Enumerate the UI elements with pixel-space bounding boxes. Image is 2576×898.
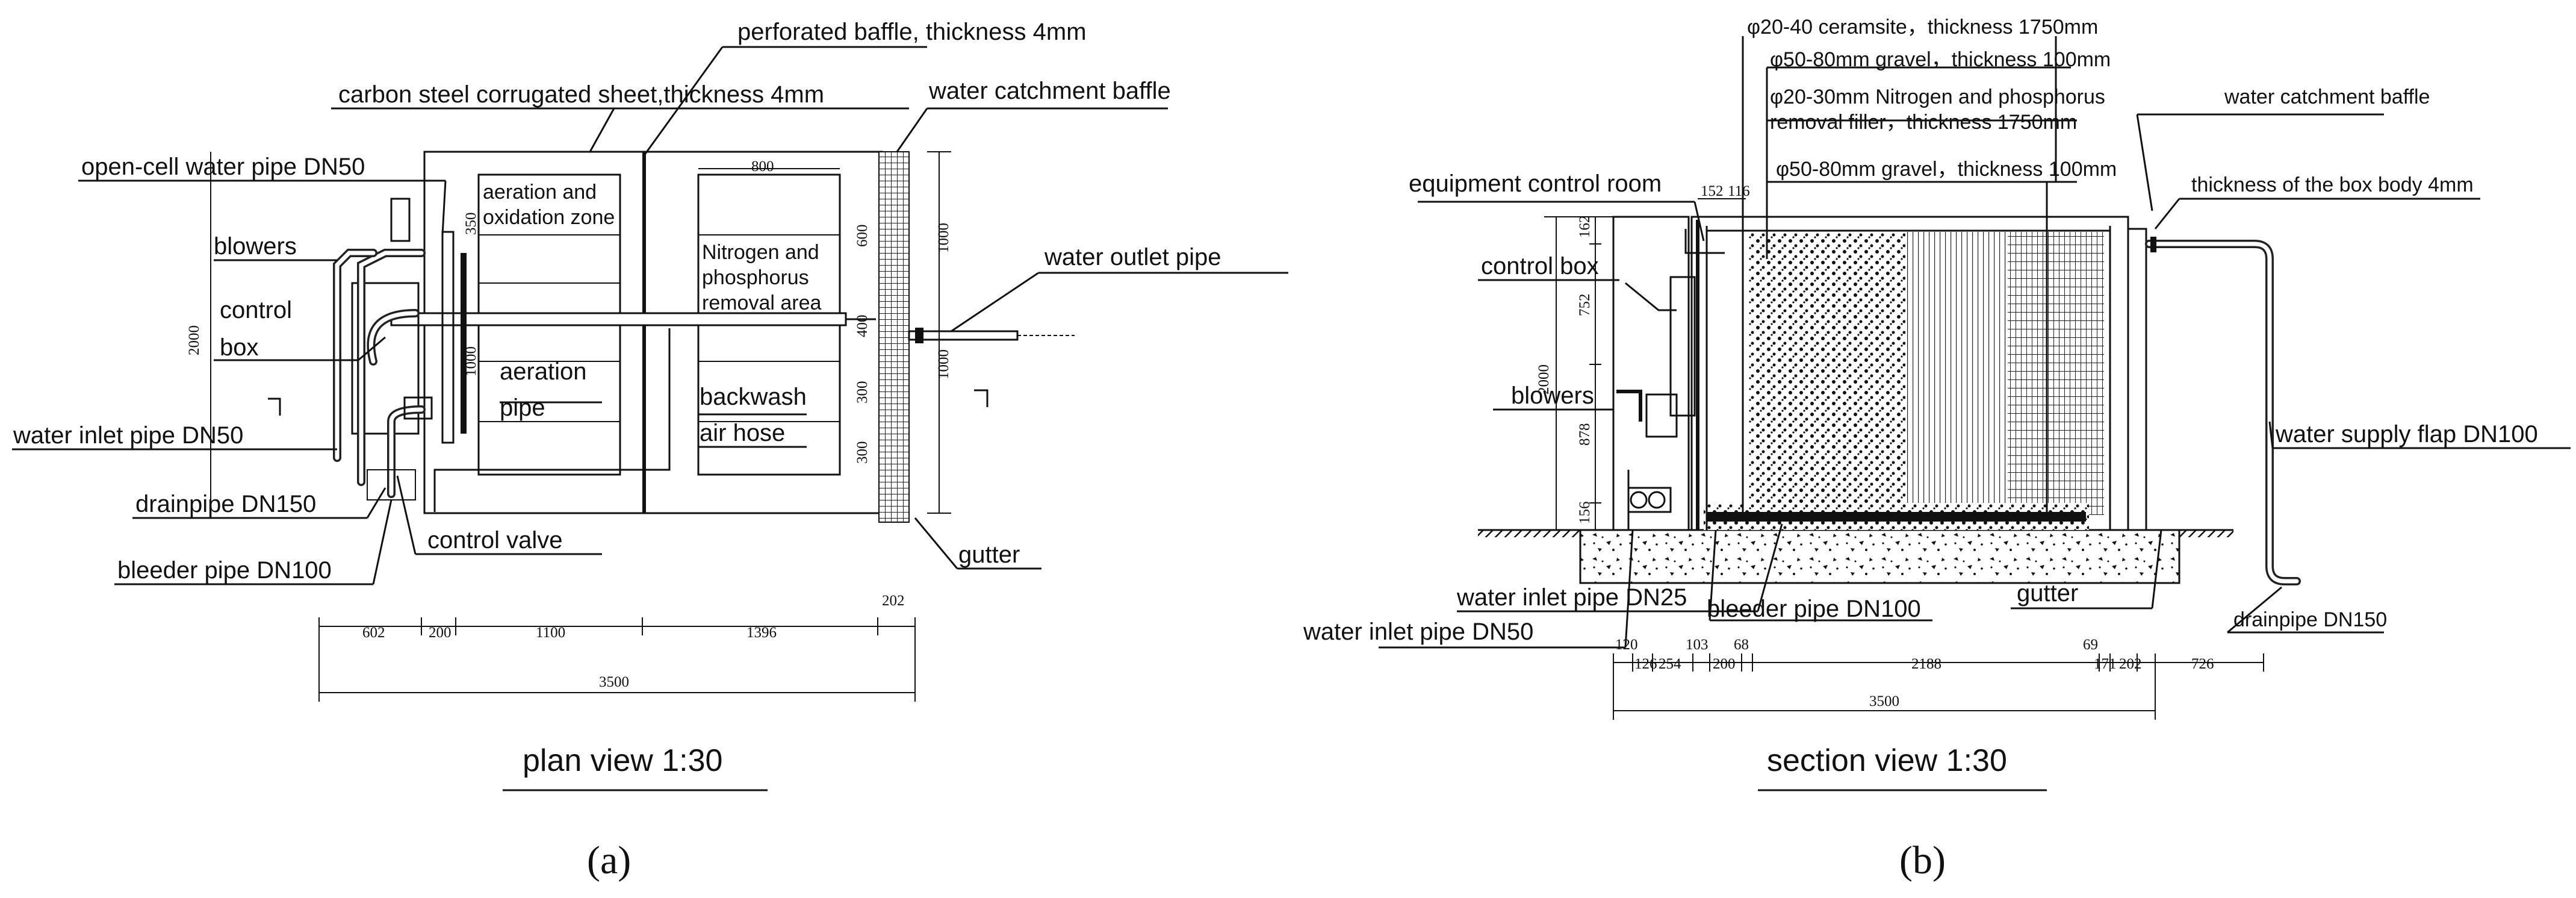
plan-aeration-pipe-label-2: pipe: [500, 394, 545, 421]
plan-backwash-label-1: backwash: [700, 384, 807, 410]
section-dim-200: 200: [1713, 656, 1736, 672]
section-np-filler-label-1: φ20-30mm Nitrogen and phosphorus: [1770, 86, 2105, 108]
section-leaders: [1379, 36, 2571, 649]
section-water-inlet-dn50-label: water inlet pipe DN50: [1303, 619, 1533, 645]
section-catchment-baffle-label: water catchment baffle: [2224, 86, 2430, 108]
section-dim-103: 103: [1686, 637, 1709, 653]
section-equipment-room: [1612, 216, 1690, 531]
plan-view-panel: 602 200 1100 1396 202 3500 2000 1000 100…: [12, 19, 1288, 882]
plan-dimensions: [210, 151, 951, 702]
plan-dim-1000c: 1000: [463, 346, 479, 376]
plan-blowers-label: blowers: [214, 233, 297, 260]
plan-aeration-zone-label-2: oxidation zone: [483, 206, 615, 229]
plan-caption: (a): [587, 838, 631, 882]
section-dim-v2000: 2000: [1536, 364, 1552, 394]
section-dim-152: 152: [1701, 183, 1724, 199]
plan-long-pipe: [390, 312, 847, 326]
section-water-inlet-dn25-label: water inlet pipe DN25: [1456, 584, 1687, 611]
section-gutter-label: gutter: [2017, 580, 2078, 606]
section-dimensions: [1544, 198, 2264, 720]
plan-dim-800: 800: [751, 158, 774, 175]
plan-leaders: [12, 46, 1288, 585]
section-dim-2188: 2188: [1911, 656, 1941, 672]
plan-dim-1396: 1396: [746, 625, 777, 641]
section-view-title: section view 1:30: [1767, 743, 2007, 778]
plan-water-outlet-label: water outlet pipe: [1044, 244, 1221, 270]
plan-dim-350: 350: [463, 213, 479, 235]
plan-dim-300a: 300: [854, 381, 871, 404]
section-dim-v162: 162: [1577, 216, 1593, 239]
plan-view-title: plan view 1:30: [523, 743, 722, 778]
plan-control-valve-label: control valve: [427, 527, 563, 553]
section-dim-v878: 878: [1577, 423, 1593, 446]
plan-dim-1100: 1100: [536, 625, 565, 641]
plan-dim-602: 602: [362, 625, 385, 641]
section-dim-254: 254: [1659, 656, 1681, 672]
section-dim-68: 68: [1734, 637, 1749, 653]
section-view-panel: 120 126 254 103 200 68 2188 69 171 202 7…: [1303, 16, 2571, 882]
section-dim-726: 726: [2191, 656, 2214, 672]
plan-water-inlet-label: water inlet pipe DN50: [13, 422, 243, 449]
section-blowers-label: blowers: [1511, 382, 1594, 409]
plan-dim-v1000b: 1000: [936, 349, 952, 379]
section-ground-left: [1478, 530, 1583, 537]
section-water-supply-flap-label: water supply flap DN100: [2275, 421, 2538, 447]
plan-perforated-baffle-label: perforated baffle, thickness 4mm: [737, 19, 1087, 45]
plan-outlet-pipe: [908, 330, 1019, 341]
section-bleeder-pipe-label: bleeder pipe DN100: [1707, 596, 1921, 622]
plan-drainpipe-label: drainpipe DN150: [135, 491, 316, 517]
section-dim-116: 116: [1728, 183, 1750, 199]
plan-np-area-label-3: removal area: [702, 292, 822, 314]
section-np-filler-media-2: [2008, 232, 2104, 515]
section-control-box: [1669, 276, 1696, 417]
section-dim-v752: 752: [1577, 294, 1593, 317]
section-gravel-bottom-label: φ50-80mm gravel，thickness 100mm: [1776, 158, 2117, 181]
section-catchment-baffle: [2127, 228, 2147, 531]
section-ground-right: [2179, 530, 2233, 537]
section-dim-171: 171: [2094, 656, 2117, 672]
plan-aeration-pipe-label-1: aeration: [500, 358, 587, 385]
section-dim-202: 202: [2119, 656, 2142, 672]
plan-dim-3500: 3500: [599, 674, 629, 690]
plan-gutter-label: gutter: [958, 541, 1020, 568]
section-ceramsite-media: [1749, 232, 1905, 515]
section-equipment-room-label: equipment control room: [1409, 170, 1662, 197]
plan-bleeder-pipe-label: bleeder pipe DN100: [117, 557, 332, 584]
section-drainpipe-label: drainpipe DN150: [2233, 608, 2387, 631]
plan-dim-300b: 300: [854, 441, 871, 464]
plan-dim-600: 600: [854, 225, 871, 248]
plan-aeration-zone-label-1: aeration and: [483, 181, 597, 204]
section-ceramsite-label: φ20-40 ceramsite，thickness 1750mm: [1747, 16, 2098, 39]
plan-np-area-label-1: Nitrogen and: [702, 241, 819, 264]
plan-equipment-box: [351, 282, 420, 435]
plan-water-catchment-baffle-label: water catchment baffle: [928, 78, 1171, 104]
section-dim-126: 126: [1634, 656, 1657, 672]
section-control-box-label: control box: [1481, 253, 1599, 279]
plan-corrugated-sheet-label: carbon steel corrugated sheet,thickness …: [338, 81, 824, 108]
plan-dim-200: 200: [429, 625, 452, 641]
section-caption: (b): [1899, 838, 1946, 882]
plan-control-label: control: [220, 297, 292, 323]
plan-box-label: box: [220, 334, 259, 361]
plan-gutter-mesh: [878, 151, 910, 523]
section-foundation: [1579, 529, 2180, 584]
plan-open-cell-pipe-label: open-cell water pipe DN50: [81, 154, 365, 180]
section-np-filler-media: [1905, 232, 2008, 515]
plan-dim-v1000a: 1000: [936, 223, 952, 253]
section-dim-3500: 3500: [1869, 693, 1899, 709]
section-gravel-top-label: φ50-80mm gravel，thickness 100mm: [1770, 48, 2111, 71]
plan-dim-202: 202: [882, 593, 905, 609]
section-box-thickness-label: thickness of the box body 4mm: [2191, 173, 2474, 196]
section-dim-69: 69: [2083, 637, 2098, 653]
plan-backwash-label-2: air hose: [700, 420, 785, 446]
plan-dim-400: 400: [854, 315, 871, 338]
plan-np-area-label-2: phosphorus: [702, 266, 809, 289]
section-np-filler-label-2: removal filler，thickness 1750mm: [1770, 111, 2077, 134]
section-dim-v156: 156: [1577, 502, 1593, 525]
plan-dim-v2000: 2000: [186, 325, 202, 355]
